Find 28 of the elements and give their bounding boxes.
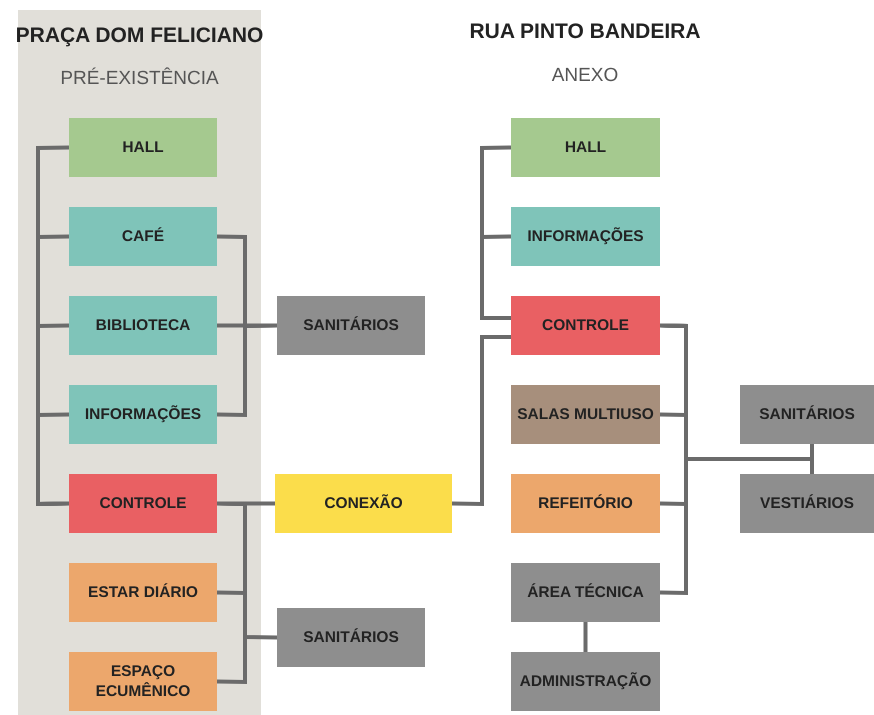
room-box: VESTIÁRIOS (740, 474, 874, 533)
room-box: CONTROLE (511, 296, 660, 355)
room-box: SANITÁRIOS (277, 608, 425, 667)
connector-line (584, 622, 588, 652)
room-box: ESTAR DIÁRIO (69, 563, 217, 622)
section-title: RUA PINTO BANDEIRA (468, 20, 702, 44)
room-box: ESPAÇO ECUMÊNICO (69, 652, 217, 711)
connector-line (452, 335, 511, 506)
room-box: HALL (511, 118, 660, 177)
section-title: PRAÇA DOM FELICIANO (16, 24, 264, 48)
room-box: SALAS MULTIUSO (511, 385, 660, 444)
room-box: INFORMAÇÕES (69, 385, 217, 444)
room-box: CONTROLE (69, 474, 217, 533)
room-box: INFORMAÇÕES (511, 207, 660, 266)
connector-line (480, 234, 512, 320)
room-box: REFEITÓRIO (511, 474, 660, 533)
room-box: CAFÉ (69, 207, 217, 266)
section-subtitle: PRÉ-EXISTÊNCIA (60, 68, 219, 90)
room-box: BIBLIOTECA (69, 296, 217, 355)
room-box: HALL (69, 118, 217, 177)
room-box: SANITÁRIOS (277, 296, 425, 355)
room-box: CONEXÃO (275, 474, 452, 533)
connector-line (36, 412, 70, 506)
room-box: ÁREA TÉCNICA (511, 563, 660, 622)
room-box: SANITÁRIOS (740, 385, 874, 444)
room-box: ADMINISTRAÇÃO (511, 652, 660, 711)
site-band (18, 10, 261, 715)
section-subtitle: ANEXO (550, 65, 620, 87)
